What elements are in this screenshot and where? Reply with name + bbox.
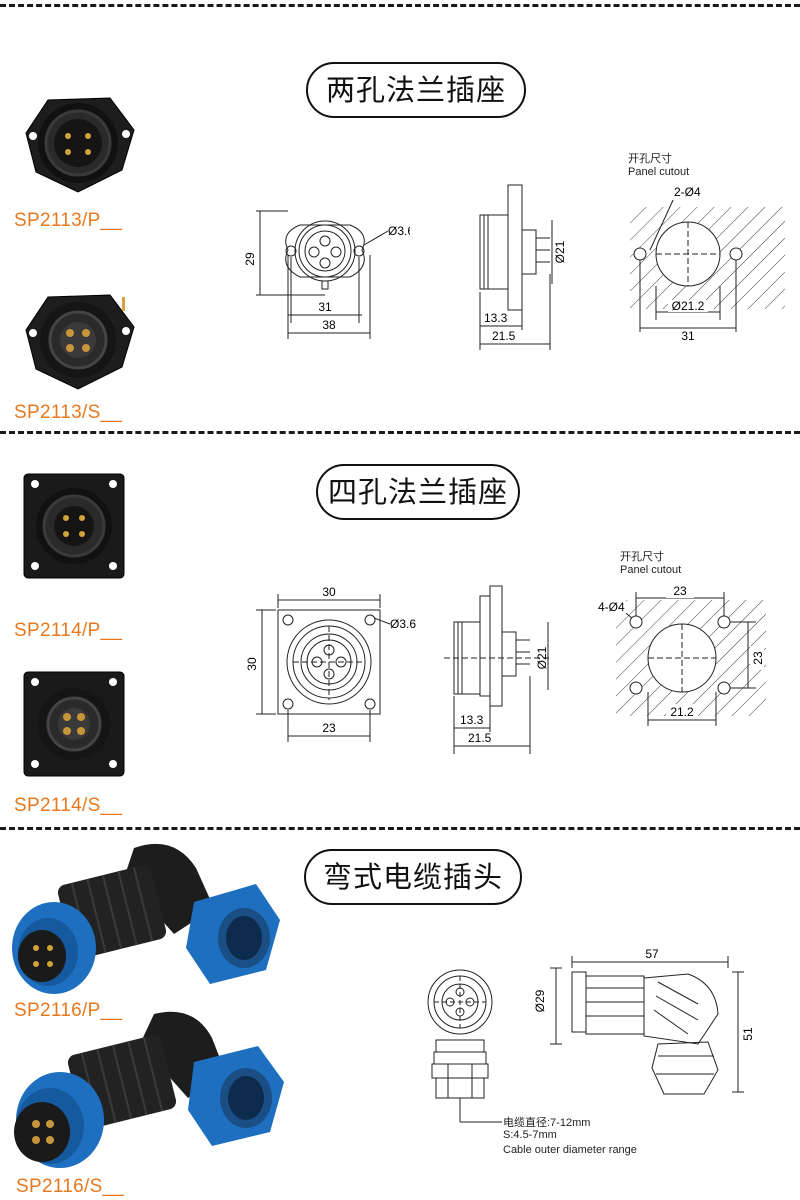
dim-height: 51 xyxy=(741,1027,755,1041)
model-label: SP2116/S__ xyxy=(16,1176,125,1197)
panel-cutout-drawing: 2-Ø4 Ø21.2 31 xyxy=(630,184,785,342)
dim-dia: Ø29 xyxy=(533,989,547,1012)
dim-pitch: 31 xyxy=(318,300,332,314)
dim-top: 30 xyxy=(322,585,336,599)
cutout-label-en: Panel cutout xyxy=(620,564,682,576)
connector-photo xyxy=(14,1011,284,1168)
section-divider xyxy=(0,827,800,830)
cutout-bottom: 21.2 xyxy=(670,705,694,719)
connector-photo xyxy=(25,294,135,390)
dim-side-a: 13.3 xyxy=(460,713,484,727)
cutout-label-cn: 开孔尺寸 xyxy=(620,551,664,563)
connector-photo xyxy=(23,473,125,579)
dim-side-dia: Ø21 xyxy=(535,646,549,669)
dim-width: 38 xyxy=(322,318,336,332)
cutout-label-en: Panel cutout xyxy=(628,166,690,178)
section-title: 四孔法兰插座 xyxy=(316,464,520,520)
section-title: 两孔法兰插座 xyxy=(306,62,526,118)
dim-height: 29 xyxy=(243,252,257,266)
model-label: SP2116/P__ xyxy=(14,1000,123,1021)
section-title: 弯式电缆插头 xyxy=(304,849,522,905)
cutout-right: 23 xyxy=(751,651,765,665)
dim-hole: Ø3.6 xyxy=(388,224,410,238)
connector-photo xyxy=(25,97,135,193)
cable-note-line2: S:4.5-7mm xyxy=(503,1129,557,1141)
side-view-drawing: 57 51 xyxy=(550,947,755,1095)
model-label: SP2113/P__ xyxy=(14,210,123,231)
cutout-label-cn: 开孔尺寸 xyxy=(628,153,672,165)
dim-side-b: 21.5 xyxy=(468,731,492,745)
model-label: SP2114/S__ xyxy=(14,795,123,816)
dim-side-dia: Ø21 xyxy=(553,240,567,263)
cutout-top: 23 xyxy=(673,584,687,598)
cutout-dia: Ø21.2 xyxy=(672,299,705,313)
section-divider xyxy=(0,431,800,434)
front-view-drawing: 30 30 Ø3.6 23 xyxy=(246,585,416,742)
cutout-holes: 2-Ø4 xyxy=(674,185,701,199)
front-view-drawing: 29 Ø3.6 31 38 xyxy=(243,210,410,339)
dim-width: 57 xyxy=(645,947,659,961)
side-view-drawing: Ø21 13.3 21.5 xyxy=(444,585,550,754)
connector-photo xyxy=(23,671,125,777)
dim-left: 30 xyxy=(246,657,259,671)
dim-dia-svg: Ø29 xyxy=(533,989,547,1012)
model-label: SP2114/P__ xyxy=(14,620,123,641)
side-view-drawing: Ø21 13.3 21.5 xyxy=(479,184,567,350)
dim-side-b: 21.5 xyxy=(492,329,516,343)
model-label: SP2113/S__ xyxy=(14,402,123,423)
dim-hole: Ø3.6 xyxy=(390,617,416,631)
cable-note-leader xyxy=(459,1112,502,1123)
front-view-drawing xyxy=(427,969,493,1118)
cable-note-line1: 电缆直径:7-12mm xyxy=(503,1117,591,1129)
cutout-width: 31 xyxy=(681,329,695,342)
cutout-holes: 4-Ø4 xyxy=(598,600,625,614)
dim-bottom: 23 xyxy=(322,721,336,735)
section-divider xyxy=(0,4,800,7)
dim-side-a: 13.3 xyxy=(484,311,508,325)
panel-cutout-drawing: 23 4-Ø4 23 21.2 xyxy=(596,584,766,726)
connector-photo xyxy=(12,843,280,994)
cable-note-line3: Cable outer diameter range xyxy=(503,1144,637,1156)
